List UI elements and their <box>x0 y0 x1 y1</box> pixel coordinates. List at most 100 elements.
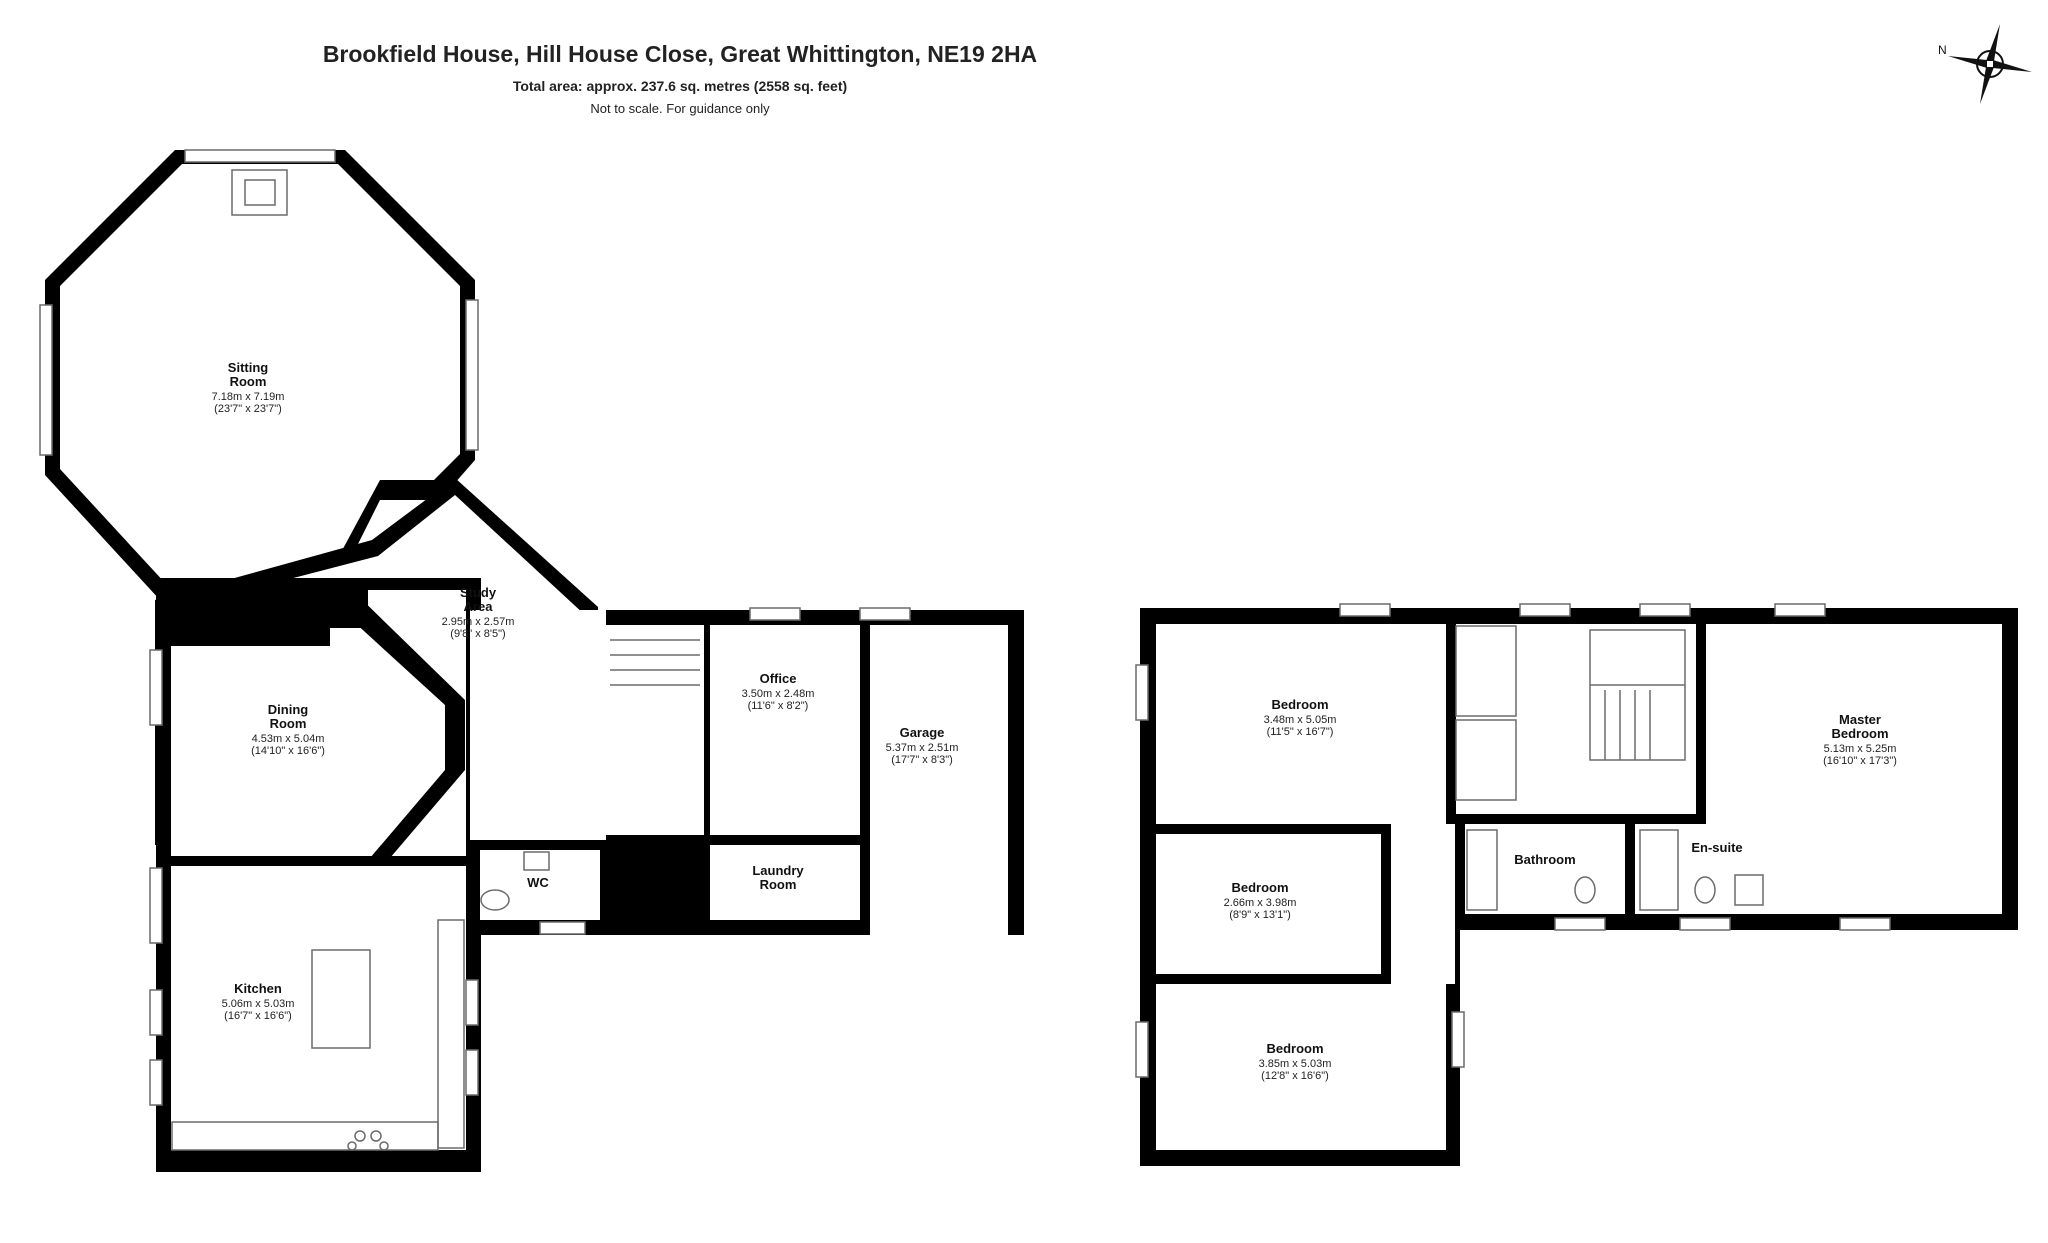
staircase <box>610 639 700 686</box>
ensuite-label: En-suite <box>1691 840 1742 855</box>
closet-wall <box>1446 624 1456 824</box>
hob-ring <box>347 1141 357 1151</box>
landing-floor <box>1391 624 1696 814</box>
window <box>149 867 163 944</box>
dining-room-label-2: Room <box>270 716 307 731</box>
landing-corridor <box>1391 814 1455 984</box>
window <box>39 304 53 456</box>
kitchen-floor <box>171 866 466 1156</box>
window <box>539 921 586 935</box>
staircase <box>1589 629 1686 761</box>
sitting-room-floor <box>60 164 460 584</box>
wc-label: WC <box>527 875 549 890</box>
window <box>1519 603 1571 617</box>
window <box>1839 917 1891 931</box>
stair-floor <box>606 625 704 835</box>
bedroom-1-imperial: (11'5" x 16'7") <box>1267 726 1334 738</box>
hob-ring <box>370 1130 382 1142</box>
shower <box>1639 829 1679 911</box>
laundry-floor <box>710 845 860 920</box>
bathroom-label: Bathroom <box>1514 852 1575 867</box>
bathroom-toilet <box>1574 876 1596 904</box>
garage-label: Garage <box>900 725 945 740</box>
bedroom-2-imperial: (8'9" x 13'1") <box>1229 909 1291 921</box>
office-imperial: (11'6" x 8'2") <box>748 700 809 712</box>
office-metric: 3.50m x 2.48m <box>742 688 815 700</box>
kitchen-counter-side <box>437 919 465 1149</box>
bathroom-floor <box>1465 824 1625 914</box>
dining-room-metric: 4.53m x 5.04m <box>252 733 325 745</box>
office-floor <box>710 625 860 835</box>
closet <box>1455 719 1517 801</box>
window <box>1135 1021 1149 1078</box>
wc-floor <box>480 850 600 920</box>
bedroom-2-label: Bedroom <box>1231 880 1288 895</box>
window <box>149 649 163 726</box>
dining-angled-wall <box>310 588 465 858</box>
plan-title: Brookfield House, Hill House Close, Grea… <box>322 41 1038 67</box>
bedroom-3-metric: 3.85m x 5.03m <box>1259 1058 1332 1070</box>
ensuite-toilet <box>1694 876 1716 904</box>
window <box>149 989 163 1036</box>
dining-room-label: Dining <box>268 702 308 717</box>
master-bedroom-imperial: (16'10" x 17'3") <box>1823 755 1897 767</box>
master-bedroom-label: Master <box>1839 712 1881 727</box>
sitting-room-label: Sitting <box>228 360 268 375</box>
study-area-label-2: Area <box>464 599 494 614</box>
window <box>1774 603 1826 617</box>
window <box>465 1049 479 1096</box>
dining-wall-corner <box>156 586 192 646</box>
kitchen-bottom-wall <box>156 1150 481 1172</box>
fireplace-inner <box>244 179 276 206</box>
hob-ring <box>379 1141 389 1151</box>
compass-north-label: N <box>1938 43 1947 57</box>
bedroom-3-imperial: (12'8" x 16'6") <box>1261 1070 1329 1082</box>
bathtub <box>1466 829 1498 911</box>
window <box>465 299 479 451</box>
window <box>1451 1011 1465 1068</box>
master-bedroom-metric: 5.13m x 5.25m <box>1824 743 1897 755</box>
kitchen-label: Kitchen <box>234 981 282 996</box>
scale-note: Not to scale. For guidance only <box>590 101 770 116</box>
window <box>1679 917 1731 931</box>
bedroom-3-label: Bedroom <box>1266 1041 1323 1056</box>
compass-icon: N <box>1938 24 2032 104</box>
window <box>465 979 479 1026</box>
window <box>859 607 911 621</box>
sitting-room-imperial: (23'7" x 23'7") <box>214 403 282 415</box>
office-label: Office <box>760 671 797 686</box>
dining-room-imperial: (14'10" x 16'6") <box>251 745 325 757</box>
ground-floor <box>39 149 1024 1172</box>
hob-ring <box>354 1130 366 1142</box>
kitchen-imperial: (16'7" x 16'6") <box>224 1010 292 1022</box>
study-area-label: Study <box>460 585 497 600</box>
bedroom-3-floor <box>1156 984 1446 1150</box>
wc-sink <box>523 851 550 871</box>
garage-imperial: (17'7" x 8'3") <box>891 754 953 766</box>
sitting-room-label-2: Room <box>230 374 267 389</box>
kitchen-island <box>311 949 371 1049</box>
study-area-metric: 2.95m x 2.57m <box>442 616 515 628</box>
window <box>749 607 801 621</box>
master-bedroom-label-2: Bedroom <box>1831 726 1888 741</box>
window <box>184 149 336 163</box>
first-floor <box>1135 603 2018 1166</box>
ensuite-floor <box>1635 824 1765 914</box>
laundry-room-label-2: Room <box>760 877 797 892</box>
garage-metric: 5.37m x 2.51m <box>886 742 959 754</box>
window <box>1639 603 1691 617</box>
bedroom-2-floor <box>1156 834 1381 974</box>
closet <box>1455 625 1517 717</box>
first-floor-labels: Bedroom 3.48m x 5.05m (11'5" x 16'7") Be… <box>1224 697 1897 1082</box>
bedroom-1-metric: 3.48m x 5.05m <box>1264 714 1337 726</box>
total-area: Total area: approx. 237.6 sq. metres (25… <box>512 78 848 94</box>
laundry-room-label: Laundry <box>752 863 804 878</box>
window <box>1135 664 1149 721</box>
bedroom-1-label: Bedroom <box>1271 697 1328 712</box>
window <box>1339 603 1391 617</box>
window <box>1554 917 1606 931</box>
garage-floor <box>870 625 1008 935</box>
sitting-room-metric: 7.18m x 7.19m <box>212 391 285 403</box>
dining-wall-block <box>310 588 368 628</box>
